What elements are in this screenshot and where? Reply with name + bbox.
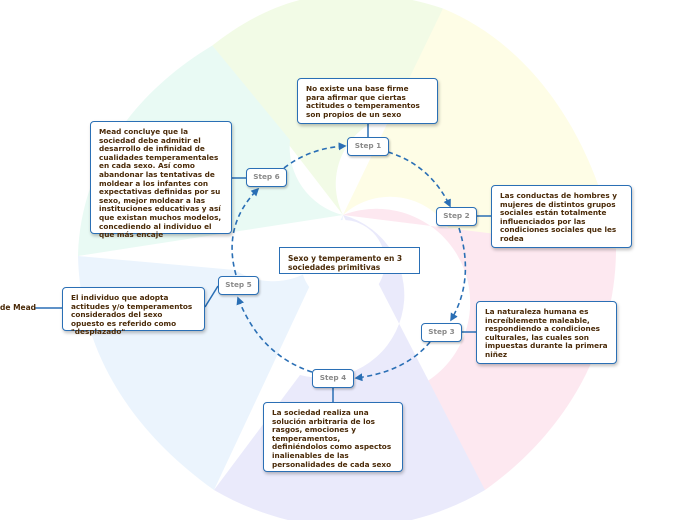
step-4-note-text: La sociedad realiza una solución arbitra…: [272, 408, 392, 469]
step-1-note[interactable]: No existe una base firme para afirmar qu…: [297, 78, 438, 124]
arrow-step-5-to-6: [231, 187, 260, 276]
step-5-pill[interactable]: Step 5: [218, 276, 259, 295]
arrow-step-2-to-3: [450, 227, 467, 322]
segment-step-5: [78, 215, 343, 490]
arrow-step-1-to-2: [387, 151, 451, 208]
step-1-note-text: No existe una base firme para afirmar qu…: [306, 84, 420, 119]
step-2-pill[interactable]: Step 2: [436, 207, 477, 226]
step-3-note[interactable]: La naturaleza humana es increíblemente m…: [476, 301, 617, 364]
side-topic-label[interactable]: de Mead: [0, 303, 37, 312]
step-1-pill[interactable]: Step 1: [347, 137, 389, 156]
step-5-note[interactable]: El individuo que adopta actitudes y/o te…: [62, 287, 205, 336]
step-2-note[interactable]: Las conductas de hombres y mujeres de di…: [491, 185, 632, 248]
central-topic-text: Sexo y temperamento en 3 sociedades prim…: [288, 254, 403, 273]
central-topic[interactable]: Sexo y temperamento en 3 sociedades prim…: [279, 247, 420, 274]
step-3-pill[interactable]: Step 3: [421, 323, 462, 342]
cycle-arrows: [231, 142, 467, 382]
step-6-note-text: Mead concluye que la sociedad debe admit…: [99, 127, 222, 240]
step-5-note-text: El individuo que adopta actitudes y/o te…: [71, 293, 193, 337]
step-2-note-text: Las conductas de hombres y mujeres de di…: [500, 191, 617, 244]
arrow-step-4-to-5: [236, 296, 313, 373]
connector-step-5: [204, 285, 219, 308]
connectors: [34, 124, 491, 402]
step-4-note[interactable]: La sociedad realiza una solución arbitra…: [263, 402, 403, 472]
step-6-note[interactable]: Mead concluye que la sociedad debe admit…: [90, 121, 232, 239]
step-6-pill[interactable]: Step 6: [246, 168, 287, 187]
step-3-note-text: La naturaleza humana es increíblemente m…: [485, 307, 608, 360]
step-4-pill[interactable]: Step 4: [312, 369, 354, 388]
